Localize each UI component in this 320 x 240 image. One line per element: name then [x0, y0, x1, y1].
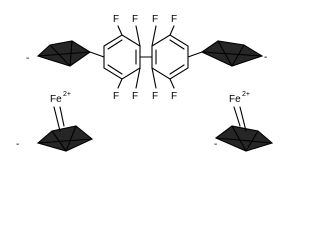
f-bond [169, 78, 175, 89]
fluorine-label: F [132, 91, 138, 102]
cyclopentadienyl-ring [36, 106, 94, 152]
structure-diagram: F F F F F F F F - Fe 2+ - [16, 14, 274, 152]
anion-charge: - [214, 139, 217, 150]
fluorine-label: F [171, 14, 177, 25]
anion-charge: - [264, 52, 267, 63]
fluorine-label: F [152, 91, 158, 102]
right-ferrocene: - Fe 2+ - [200, 40, 274, 152]
fluorine-label: F [113, 14, 119, 25]
f-bond [117, 25, 123, 36]
aryl-cp-bond [89, 51, 105, 58]
fluorine-label: F [113, 91, 119, 102]
cyclopentadienyl-ring [200, 40, 264, 67]
f-bond [135, 67, 141, 89]
cyclopentadienyl-ring [214, 106, 274, 152]
iron-charge: 2+ [63, 91, 71, 98]
f-bond [135, 25, 141, 47]
cyclopentadienyl-ring [36, 40, 92, 67]
fluorine-label: F [132, 14, 138, 25]
right-tetrafluorophenyl-ring [151, 34, 189, 80]
f-bond [151, 67, 157, 89]
anion-charge: - [26, 53, 29, 64]
iron-charge: 2+ [242, 91, 250, 98]
molecule-drawing: F F F F F F F F - Fe 2+ - [16, 14, 274, 152]
f-bond [169, 25, 175, 36]
left-ferrocene: - Fe 2+ - [16, 40, 94, 152]
fluorine-label: F [152, 14, 158, 25]
f-bond [117, 78, 123, 89]
iron-label: Fe [50, 94, 62, 105]
aryl-cp-bond [187, 51, 203, 58]
f-bond [151, 25, 157, 47]
fluorine-label: F [171, 91, 177, 102]
iron-label: Fe [229, 94, 241, 105]
anion-charge: - [16, 139, 19, 150]
left-tetrafluorophenyl-ring [103, 34, 141, 80]
